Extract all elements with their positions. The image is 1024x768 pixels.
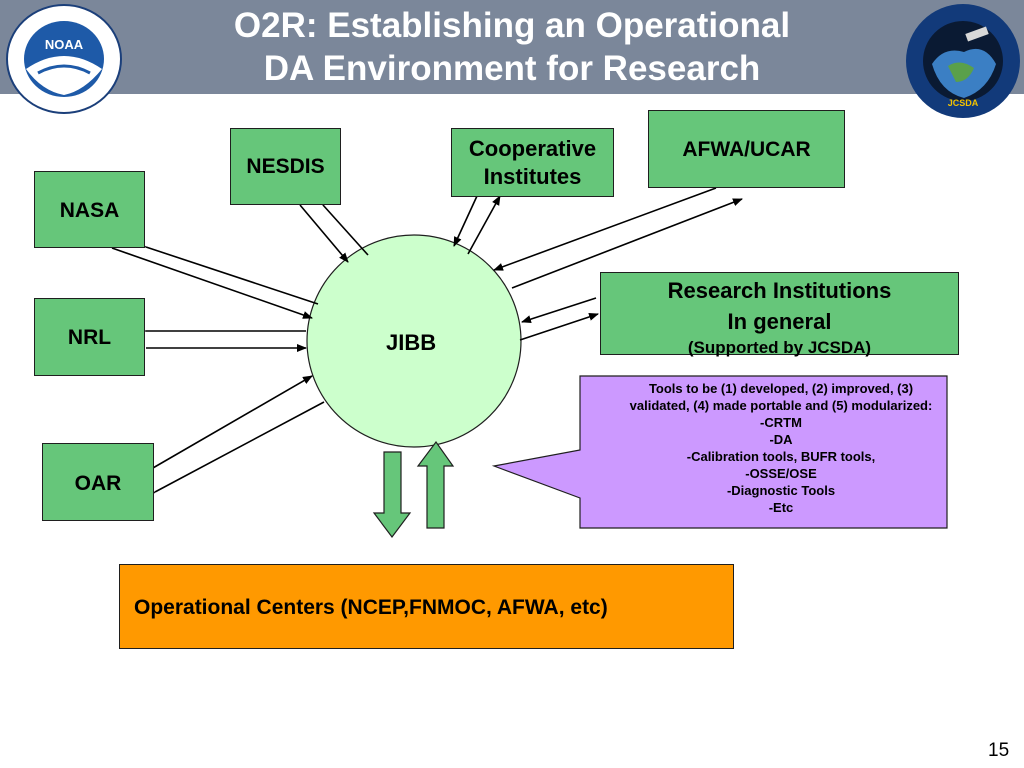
callout-item-text: Etc (773, 500, 794, 515)
node-research-label-1: Research Institutions (667, 278, 892, 303)
node-afwa-ucar: AFWA/UCAR (648, 110, 845, 188)
jibb-label: JIBB (386, 330, 437, 355)
jibb-ellipse (306, 234, 522, 448)
arrow-nasa-to-jibb (111, 247, 313, 319)
node-research-institutions: Research Institutions In general (Suppor… (600, 272, 959, 357)
node-afwa-ucar-label: AFWA/UCAR (682, 138, 811, 161)
operational-centers-box: Operational Centers (NCEP,FNMOC, AFWA, e… (119, 564, 734, 649)
callout-item: -OSSE/OSE (745, 466, 817, 481)
node-cooperative-institutes: Cooperative Institutes (451, 128, 614, 197)
noaa-logo-icon: NOAA (6, 4, 122, 114)
node-oar: OAR (42, 443, 154, 521)
arrow-afwa-to-jibb (493, 187, 717, 271)
arrow-oar-to-jibb (145, 375, 313, 473)
node-oar-label: OAR (74, 472, 122, 495)
operational-centers-label: Operational Centers (NCEP,FNMOC, AFWA, e… (134, 596, 608, 619)
node-nrl: NRL (34, 298, 145, 376)
arrow-nesdis-from-jibb (314, 195, 369, 256)
callout-item-text: OSSE/OSE (749, 466, 817, 481)
node-cooperative-label-1: Cooperative (468, 136, 597, 161)
page-number: 15 (988, 740, 1010, 761)
arrow-jibb-to-research (519, 313, 599, 341)
callout-item: -Etc (768, 500, 794, 515)
arrow-nasa-from-jibb (136, 240, 319, 305)
node-research-label-3: (Supported by JCSDA) (687, 338, 872, 357)
arrow-up-from-operational-icon (416, 440, 455, 529)
arrow-research-to-jibb (521, 297, 597, 324)
callout-item-text: Diagnostic Tools (731, 483, 836, 498)
node-nesdis: NESDIS (230, 128, 341, 205)
callout-item: -DA (769, 432, 793, 447)
jcsda-logo-icon: JCSDA (906, 4, 1020, 118)
title-line-1: O2R: Establishing an Operational (233, 6, 791, 45)
jcsda-logo-text: JCSDA (948, 98, 979, 108)
arrow-jibb-to-afwa (511, 198, 743, 289)
tools-callout-text: Tools to be (1) developed, (2) improved,… (606, 380, 956, 516)
callout-item-text: CRTM (764, 415, 802, 430)
slide-title: O2R: Establishing an Operational DA Envi… (150, 4, 874, 90)
callout-item: -Calibration tools, BUFR tools, (686, 449, 876, 464)
callout-line-2: validated, (4) made portable and (5) mod… (629, 398, 933, 413)
arrow-coop-to-jibb (453, 195, 478, 247)
callout-item-text: Calibration tools, BUFR tools, (691, 449, 876, 464)
callout-item: -Diagnostic Tools (726, 483, 836, 498)
node-nrl-label: NRL (67, 326, 112, 349)
title-line-2: DA Environment for Research (263, 49, 761, 88)
noaa-logo-text: NOAA (45, 37, 84, 52)
node-research-label-2: In general (727, 309, 832, 334)
node-nasa: NASA (34, 171, 145, 248)
callout-item-text: DA (773, 432, 793, 447)
node-cooperative-label-2: Institutes (483, 164, 582, 189)
callout-line-1: Tools to be (1) developed, (2) improved,… (648, 381, 914, 396)
node-nasa-label: NASA (59, 199, 120, 222)
callout-item: -CRTM (760, 415, 802, 430)
arrow-down-to-operational-icon (372, 451, 412, 538)
arrow-oar-from-jibb (145, 401, 325, 500)
arrow-nesdis-to-jibb (299, 204, 349, 263)
node-nesdis-label: NESDIS (246, 155, 325, 178)
arrow-jibb-to-coop (467, 195, 501, 255)
tools-callout (491, 375, 948, 529)
title-bar (0, 0, 1024, 94)
